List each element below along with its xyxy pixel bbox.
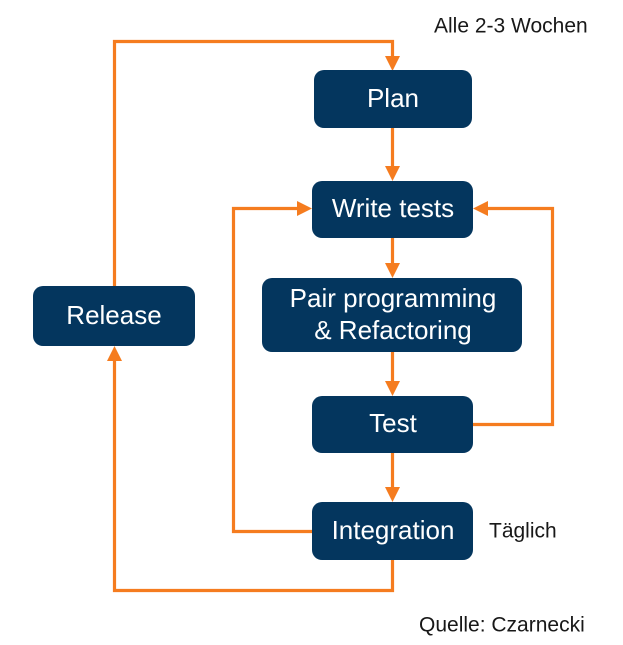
edge-pair-to-test xyxy=(385,352,400,396)
node-plan[interactable]: Plan xyxy=(314,70,472,128)
node-release[interactable]: Release xyxy=(33,286,195,346)
annotation-source: Quelle: Czarnecki xyxy=(419,614,585,637)
arrow-head-into-pair xyxy=(385,263,400,278)
arrow-head-into-release xyxy=(107,346,122,361)
node-integration-shape[interactable] xyxy=(312,502,473,560)
node-pair-programming-shape[interactable] xyxy=(262,278,522,352)
edge-write-tests-to-pair xyxy=(385,238,400,278)
node-write-tests[interactable]: Write tests xyxy=(312,181,473,238)
node-write-tests-label: Write tests xyxy=(332,193,454,223)
node-release-shape[interactable] xyxy=(33,286,195,346)
node-pair-programming-label-line1: Pair programming xyxy=(290,283,497,313)
edge-integration-to-release-path xyxy=(112,355,395,593)
edge-release-to-plan-path xyxy=(112,39,395,286)
node-pair-programming[interactable]: Pair programming & Refactoring xyxy=(262,278,522,352)
node-pair-programming-label-line2: & Refactoring xyxy=(314,315,472,345)
arrow-head-into-write-tests-right xyxy=(473,201,488,216)
edge-integration-to-write-tests-path xyxy=(231,206,312,534)
arrow-head-into-integration xyxy=(385,487,400,502)
edge-test-to-integration xyxy=(385,453,400,502)
edge-release-to-plan xyxy=(112,39,400,286)
edge-integration-to-release xyxy=(107,346,395,593)
node-integration[interactable]: Integration xyxy=(312,502,473,560)
node-integration-label: Integration xyxy=(332,515,455,545)
node-test-shape[interactable] xyxy=(312,396,473,453)
annotation-cycle-daily: Täglich xyxy=(489,520,557,543)
edge-integration-to-write-tests xyxy=(231,201,312,534)
arrow-head-into-write-tests-left xyxy=(297,201,312,216)
annotation-cycle-weeks: Alle 2-3 Wochen xyxy=(434,15,588,38)
arrow-head-into-write-tests-top xyxy=(385,166,400,181)
edge-test-to-write-tests xyxy=(473,201,555,427)
node-test-label: Test xyxy=(369,408,417,438)
node-plan-label: Plan xyxy=(367,83,419,113)
node-plan-shape[interactable] xyxy=(314,70,472,128)
edge-test-to-write-tests-path xyxy=(473,206,555,427)
arrow-head-into-test xyxy=(385,381,400,396)
node-write-tests-shape[interactable] xyxy=(312,181,473,238)
edge-plan-to-write-tests xyxy=(385,128,400,181)
node-release-label: Release xyxy=(66,300,161,330)
arrow-head-into-plan xyxy=(385,56,400,71)
node-test[interactable]: Test xyxy=(312,396,473,453)
